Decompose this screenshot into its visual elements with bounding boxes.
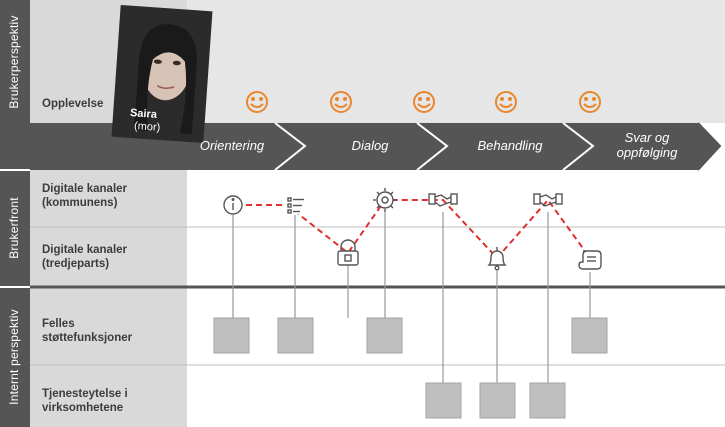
row-label-digital-third-party: Digitale kanaler (tredjeparts) [42,244,128,270]
info-icon [223,195,243,215]
bell-icon [487,247,507,271]
support-box [213,317,250,354]
support-box [277,317,314,354]
persona-name: Saira [129,107,158,121]
service-box [479,382,516,419]
scroll-icon [578,250,602,270]
row-label-shared-functions: Felles støttefunksjoner [42,318,133,344]
gear-icon [373,188,397,212]
handshake-icon [428,193,458,207]
row-label-digital-municipal: Digitale kanaler (kommunens) [42,183,128,209]
smiley-icon [413,91,435,113]
persona-role: (mor) [133,120,161,134]
persona-photo [111,4,213,144]
row-label-experience: Opplevelse [42,98,104,110]
handshake-icon [533,193,563,207]
support-box [366,317,403,354]
user-perspective-label: Brukerperspektiv [7,15,21,109]
smiley-icon [246,91,268,113]
service-box [425,382,462,419]
smiley-icon [579,91,601,113]
phase-dialog: Dialog [351,138,389,153]
phase-svar-og-oppfolging: Svar og oppfølging [616,130,678,160]
service-box [529,382,566,419]
row-label-service-delivery: Tjenesteytelse i virksomhetene [42,388,128,414]
internal-perspective-label: Internt perspektiv [7,309,21,405]
smiley-icon [495,91,517,113]
lock-icon [337,239,359,266]
phase-orientering: Orientering [199,138,265,153]
support-box [571,317,608,354]
user-front-label: Brukerfront [7,197,21,259]
phase-behandling: Behandling [477,138,543,153]
list-icon [286,196,304,214]
smiley-icon [330,91,352,113]
